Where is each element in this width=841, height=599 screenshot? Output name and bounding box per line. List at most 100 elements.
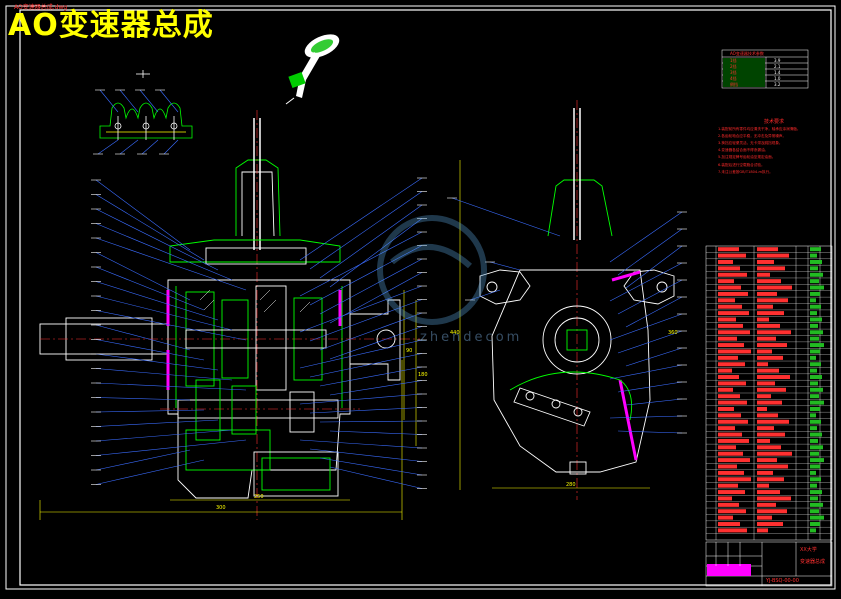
parts-material-text [810,413,816,418]
parts-material-text [810,477,821,482]
leader-line [329,466,423,489]
leader-lines [95,89,683,489]
leader-line [95,179,191,251]
title-block-school: XX大学 [800,547,817,553]
parts-name-text [757,445,781,450]
leader-line [309,191,423,270]
parameter-value: 3.2 [774,81,781,87]
parts-code-text [718,515,733,520]
parts-code-text [718,413,741,418]
parts-material-text [810,483,817,488]
parameter-table-header: AO变速器技术参数 [730,51,764,56]
leader-line [329,218,423,288]
parts-material-text [810,464,820,469]
parameter-name: 4挡 [730,75,737,81]
parts-name-text [757,502,776,507]
parts-material-text [810,259,822,264]
parts-code-text [718,387,733,392]
leader-line [625,347,683,367]
parts-name-text [757,272,770,277]
parts-material-text [810,432,822,437]
parts-name-text [757,400,782,405]
leader-line [99,89,119,113]
leader-line [95,237,247,291]
parts-material-text [810,375,822,380]
leader-line [617,381,683,393]
dim-label: 90 [406,348,413,354]
parts-material-text [810,426,817,431]
parts-material-text [810,368,817,373]
parts-name-text [757,477,784,482]
leader-line [299,339,423,369]
parts-name-text [757,317,769,322]
parts-material-text [810,253,817,258]
parts-code-text [718,311,749,316]
tech-line: 6.装配后进行空载跑合试验。 [718,162,765,167]
parts-name-text [757,253,789,258]
leader-line [299,439,423,449]
tech-line: 7.未注公差按GB/T1804-m执行。 [718,169,773,174]
parts-name-text [757,323,780,328]
leader-line [95,194,205,261]
parts-material-text [810,528,816,533]
leader-line [95,223,233,281]
parts-material-text [810,266,818,271]
parameter-name: 1挡 [730,57,737,63]
leader-line [119,89,139,113]
leader-line [319,366,423,387]
parts-code-text [718,298,735,303]
parts-name-text [757,515,772,520]
parts-material-text [810,336,819,341]
leader-line [95,266,205,311]
parts-material-text [810,291,820,296]
leader-line [309,299,423,342]
parts-name-text [757,343,787,348]
parts-material-text [810,490,822,495]
leader-line [329,430,423,435]
parts-code-text [718,528,747,533]
parts-material-text [810,279,819,284]
detail-view [99,70,193,140]
leader-line [617,430,683,434]
parts-material-text [810,451,819,456]
parts-code-text [718,458,750,463]
tech-line: 5.加注规定牌号齿轮油至规定油面。 [718,155,776,160]
parts-code-text [718,323,743,328]
parts-code-text [718,272,747,277]
parts-material-text [810,323,818,328]
leader-line [141,139,159,155]
leader-line [609,262,683,302]
parts-code-text [718,304,742,309]
dim-label: 250 [254,494,264,500]
parts-material-text [810,406,820,411]
parts-material-text [810,317,822,322]
parts-code-text [718,279,734,284]
parts-code-text [718,330,750,335]
parts-name-text [757,291,777,296]
leader-line [625,398,683,406]
leader-line [329,326,423,360]
tech-line: 4.变速器各结合面不得渗漏油。 [718,148,769,153]
parts-name-text [757,426,774,431]
parts-code-text [718,477,751,482]
tech-line: 2.各齿轮啮合应平稳，无冲击及异常噪声。 [718,134,787,139]
parts-code-text [718,400,747,405]
leader-line [319,457,423,476]
title-block [705,541,833,587]
parameter-value: 2.1 [774,63,781,69]
parameter-name: 3挡 [730,69,737,75]
leader-line [451,197,561,237]
leader-line [329,272,423,324]
leader-line [319,258,423,315]
parts-name-text [757,355,783,360]
watermark-text: zhendecom [420,330,523,345]
leader-line [95,397,191,401]
parts-code-text [718,362,745,367]
parts-material-text [810,509,819,514]
parts-material-text [810,272,823,277]
leader-line [95,339,205,361]
leader-line [319,420,423,423]
leader-line [609,415,683,419]
parts-material-text [810,349,820,354]
parts-code-text [718,490,745,495]
